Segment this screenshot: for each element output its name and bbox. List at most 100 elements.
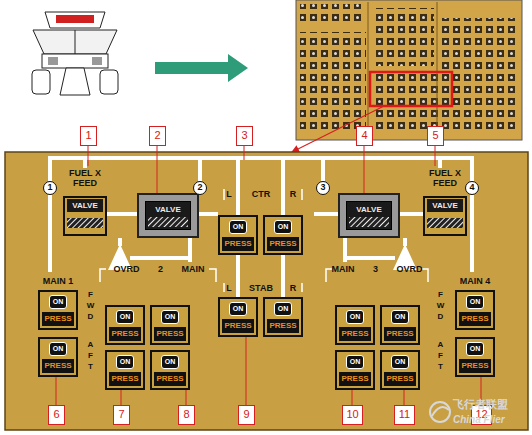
valve-position-bar xyxy=(148,217,188,227)
on-light: ON xyxy=(229,302,247,316)
callout-number: 2 xyxy=(149,126,166,146)
callout-number: 5 xyxy=(427,126,444,146)
pump-switch: ON PRESS xyxy=(218,297,258,337)
callout-number: 4 xyxy=(356,126,373,146)
press-light: PRESS xyxy=(339,372,371,386)
group-label: CTR xyxy=(240,189,282,200)
pump-switch: ON PRESS xyxy=(218,215,258,255)
pump-switch: ONPRESS xyxy=(380,350,420,390)
pump-switch: ONPRESS xyxy=(335,305,375,345)
press-light: PRESS xyxy=(384,372,416,386)
valve-light: VALVE xyxy=(148,203,188,216)
press-light: PRESS xyxy=(42,359,74,373)
side-label: R xyxy=(288,283,298,294)
on-light: ON xyxy=(49,295,67,309)
press-light: PRESS xyxy=(267,319,299,333)
side-label: L xyxy=(224,283,234,294)
thumbnail-switches xyxy=(372,74,450,134)
glareshield-sketch xyxy=(42,54,108,68)
valve-indicator: VALVE xyxy=(145,201,191,230)
callout-leader xyxy=(56,145,481,406)
overhead-panel-sketch xyxy=(45,12,105,28)
group-label: STAB xyxy=(240,283,282,294)
seat-sketch xyxy=(100,70,118,94)
valve-position-bar xyxy=(67,218,103,228)
valve-indicator: VALVE xyxy=(63,196,107,236)
pump-switch: ON PRESS xyxy=(263,297,303,337)
press-light: PRESS xyxy=(42,312,74,326)
pointer-arrow xyxy=(155,54,248,82)
seat-sketch xyxy=(32,70,50,94)
thumbnail-switches xyxy=(300,4,362,26)
thumbnail-divider xyxy=(368,2,369,138)
callout-number: 11 xyxy=(394,405,415,425)
side-label: L xyxy=(224,189,234,200)
watermark-logo xyxy=(432,407,449,416)
zoom-leader xyxy=(292,106,384,152)
pump-switch: ONPRESS xyxy=(380,305,420,345)
callout-number: 6 xyxy=(48,405,65,425)
pedestal-sketch xyxy=(60,68,90,95)
fuel-manifold xyxy=(50,158,472,297)
thumbnail-divider xyxy=(437,2,438,138)
watermark-text: 飞行者联盟 xyxy=(453,399,528,410)
pump-switch: ONPRESS xyxy=(105,350,145,390)
pump-switch: ONPRESS xyxy=(150,350,190,390)
valve-position-bar xyxy=(427,218,463,228)
group-label: MAIN 3 OVRD xyxy=(327,264,427,275)
watermark-logo xyxy=(430,402,450,422)
pump-switch: ONPRESS xyxy=(335,350,375,390)
on-light: ON xyxy=(274,220,292,234)
windshield-post xyxy=(75,30,76,54)
on-light: ON xyxy=(346,310,364,324)
valve-indicator: VALVE xyxy=(423,196,467,236)
group-label: OVRD 2 MAIN xyxy=(103,264,215,275)
on-light: ON xyxy=(391,310,409,324)
position-label: AFT xyxy=(435,340,446,373)
engine-number-text: 1 xyxy=(44,182,56,193)
callout-number: 3 xyxy=(236,126,253,146)
side-label: R xyxy=(288,189,298,200)
position-label: AFT xyxy=(85,340,96,373)
windshield-sketch xyxy=(33,30,117,54)
on-light: ON xyxy=(161,310,179,324)
pump-switch: ONPRESS xyxy=(38,337,78,377)
engine-number-text: 2 xyxy=(194,182,206,193)
overhead-thumbnail xyxy=(296,0,522,140)
on-light: ON xyxy=(229,220,247,234)
press-light: PRESS xyxy=(267,237,299,251)
callout-number: 10 xyxy=(342,405,363,425)
callout-number: 9 xyxy=(238,405,255,425)
highlight-box xyxy=(370,72,452,106)
group-bracket xyxy=(100,189,428,292)
pump-switch: ONPRESS xyxy=(455,290,495,330)
on-light: ON xyxy=(161,355,179,369)
position-label: FWD xyxy=(85,290,96,323)
callout-number: 8 xyxy=(178,405,195,425)
pump-switch: ON PRESS xyxy=(263,215,303,255)
callout-number: 1 xyxy=(80,126,97,146)
press-light: PRESS xyxy=(459,312,491,326)
press-light: PRESS xyxy=(222,237,254,251)
group-label: MAIN 4 xyxy=(453,276,497,287)
press-light: PRESS xyxy=(459,359,491,373)
display-sketch xyxy=(48,57,58,65)
on-light: ON xyxy=(116,310,134,324)
engine-number-text: 3 xyxy=(317,182,329,193)
crossfeed-valve: FUEL X FEED VALVE xyxy=(58,168,112,238)
pump-switch: ONPRESS xyxy=(455,337,495,377)
callout-number: 7 xyxy=(113,405,130,425)
display-sketch xyxy=(92,57,102,65)
engine-number: 1 xyxy=(43,181,57,195)
panel-heading: FUEL X FEED xyxy=(58,168,112,188)
press-light: PRESS xyxy=(109,327,141,341)
group-label: MAIN 1 xyxy=(36,276,80,287)
thumbnail-switches xyxy=(372,8,434,66)
press-light: PRESS xyxy=(222,319,254,333)
engine-number: 2 xyxy=(193,181,207,195)
thumbnail-switches xyxy=(300,32,366,132)
crossfeed-valve: VALVE xyxy=(137,193,199,238)
on-light: ON xyxy=(116,355,134,369)
on-light: ON xyxy=(274,302,292,316)
